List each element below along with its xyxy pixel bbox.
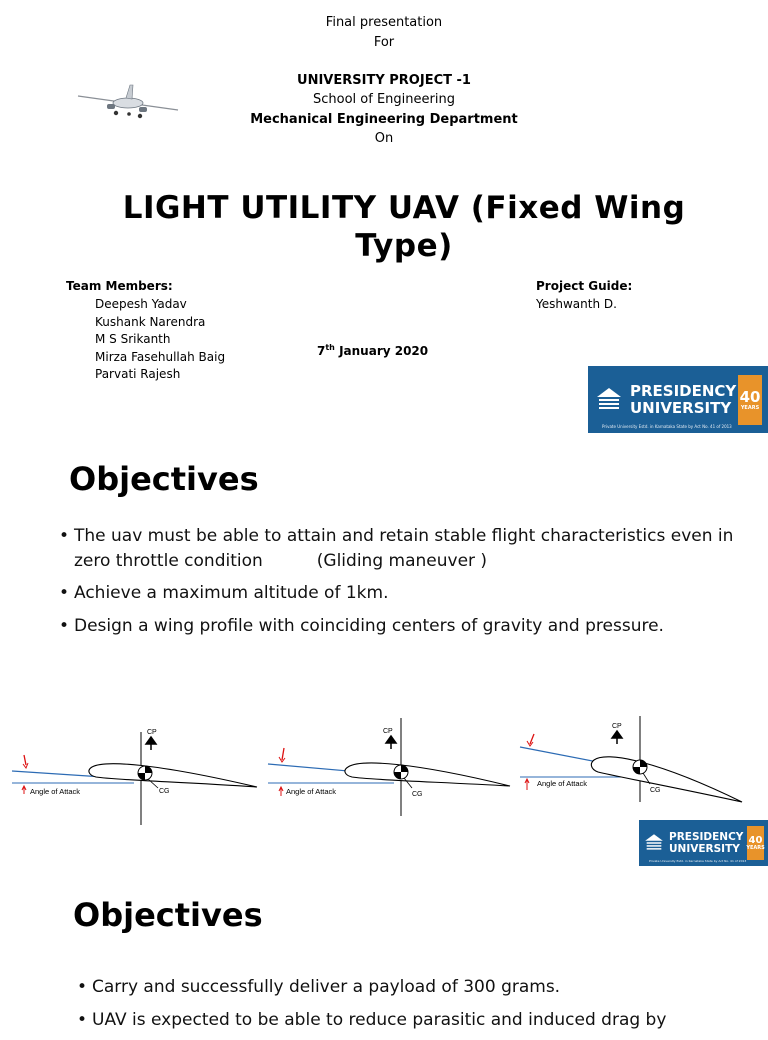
- objectives-list: Carry and successfully deliver a payload…: [77, 975, 767, 1040]
- airplane-image: [77, 84, 179, 119]
- presidency-university-logo: PRESIDENCY UNIVERSITY 40 YEARS Private U…: [639, 820, 768, 866]
- team-member: Kushank Narendra: [95, 314, 206, 329]
- airfoil-diagram: CP CG Angle of Attack: [519, 716, 743, 803]
- team-member: M S Srikanth: [95, 332, 171, 346]
- project-guide-name: Yeshwanth D.: [536, 297, 617, 311]
- cp-label: CP: [383, 728, 393, 735]
- logo-wordmark: PRESIDENCY UNIVERSITY: [630, 381, 737, 417]
- team-member: Deepesh Yadav: [95, 297, 187, 311]
- university-emblem-icon: [597, 387, 621, 409]
- logo-tagline: Private University Estd. in Karnataka St…: [649, 859, 747, 863]
- airfoil-diagram: CP CG Angle of Attack: [267, 718, 511, 816]
- bullet-item: UAV is expected to be able to reduce par…: [77, 1008, 767, 1033]
- objectives-list: The uav must be able to attain and retai…: [59, 524, 749, 646]
- team-members-heading: Team Members:: [66, 279, 173, 293]
- title-slide: Final presentation For UNIVERSITY PROJEC…: [0, 0, 768, 440]
- presentation-title: LIGHT UTILITY UAV (Fixed Wing Type): [122, 190, 686, 264]
- cp-label: CP: [612, 723, 622, 730]
- project-text: UNIVERSITY PROJECT -1: [297, 73, 471, 88]
- objectives-heading: Objectives: [69, 460, 259, 498]
- angle-of-attack-label: Angle of Attack: [537, 779, 587, 788]
- final-presentation-text: Final presentation: [325, 15, 443, 30]
- on-text: On: [374, 131, 394, 146]
- bullet-item: Carry and successfully deliver a payload…: [77, 975, 767, 1000]
- bullet-item: Design a wing profile with coinciding ce…: [59, 614, 749, 639]
- for-text: For: [373, 35, 395, 50]
- presidency-university-logo: PRESIDENCY UNIVERSITY 40 YEARS Private U…: [588, 366, 768, 433]
- cg-label: CG: [412, 791, 423, 798]
- objectives-slide-1: Objectives The uav must be able to attai…: [0, 442, 768, 874]
- angle-of-attack-label: Angle of Attack: [30, 787, 80, 796]
- cg-label: CG: [650, 787, 661, 794]
- objectives-heading: Objectives: [73, 896, 263, 934]
- forty-years-badge: 40 YEARS: [746, 826, 765, 860]
- objectives-slide-2: Objectives Carry and successfully delive…: [0, 876, 768, 1032]
- bullet-item: Achieve a maximum altitude of 1km.: [59, 581, 749, 606]
- team-member: Mirza Fasehullah Baig: [95, 349, 226, 364]
- project-guide-heading: Project Guide:: [536, 279, 633, 293]
- team-members-list: Deepesh Yadav Kushank Narendra M S Srika…: [95, 296, 225, 384]
- forty-years-badge: 40 YEARS: [738, 374, 762, 425]
- airfoil-diagram: CP CG Angle of Attack: [11, 729, 258, 825]
- school-text: School of Engineering: [313, 92, 455, 107]
- presentation-date: 7th January 2020: [317, 343, 429, 358]
- logo-tagline: Private University Estd. in Karnataka St…: [602, 424, 732, 429]
- department-text: Mechanical Engineering Department: [250, 112, 518, 127]
- university-emblem-icon: [645, 834, 663, 850]
- cp-label: CP: [147, 729, 157, 736]
- cg-label: CG: [159, 788, 170, 795]
- angle-of-attack-label: Angle of Attack: [286, 787, 336, 796]
- bullet-item: The uav must be able to attain and retai…: [59, 524, 749, 573]
- team-member: Parvati Rajesh: [95, 367, 181, 381]
- logo-wordmark: PRESIDENCY UNIVERSITY: [669, 830, 744, 855]
